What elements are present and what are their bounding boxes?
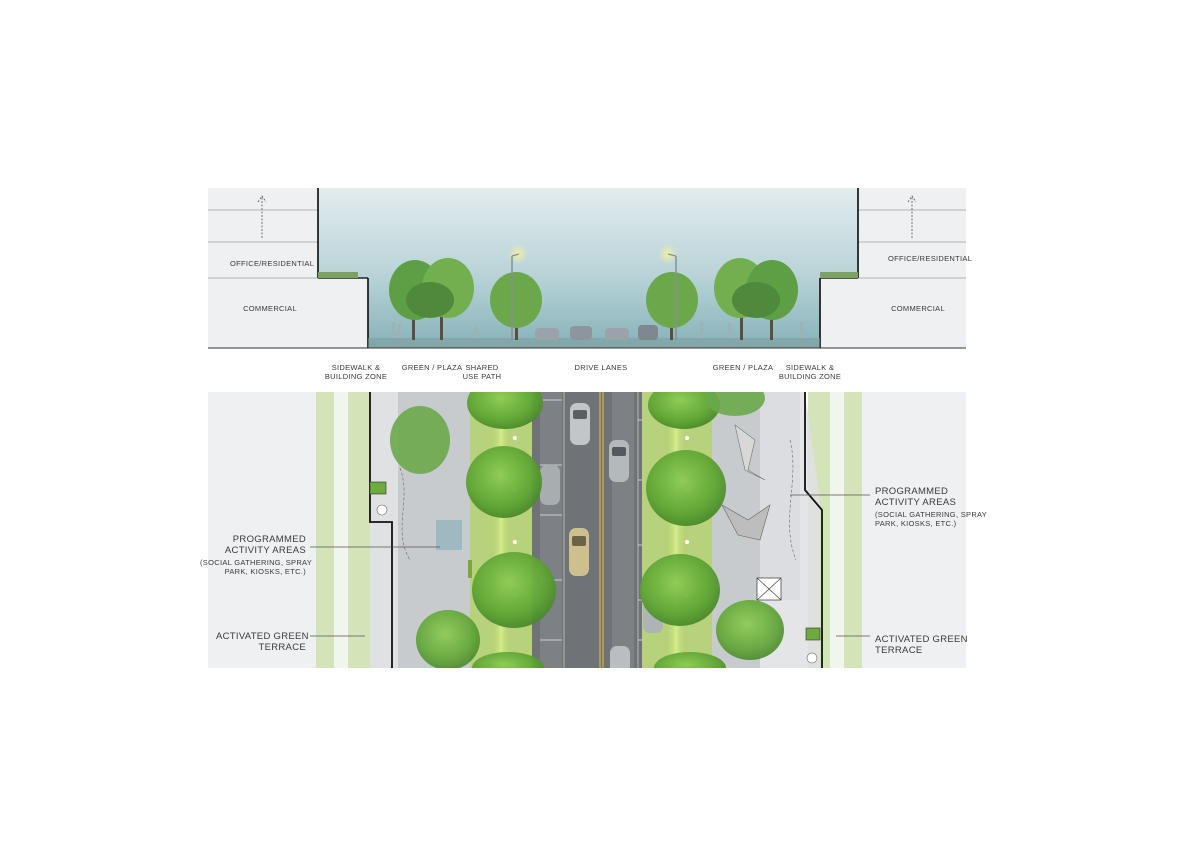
annotation-title: ACTIVITY AREAS xyxy=(224,545,306,556)
street-plan-view xyxy=(208,392,966,668)
right-play-structure xyxy=(734,424,766,481)
zone-label-line: BUILDING ZONE xyxy=(324,372,388,381)
section-trees-right xyxy=(646,258,798,340)
zone-label-line: USE PATH xyxy=(462,372,502,381)
car xyxy=(570,403,590,445)
car xyxy=(540,465,560,505)
annotation-detail: PARK, KIOSKS, ETC.) xyxy=(224,567,306,576)
right-activity-annotation: PROGRAMMED ACTIVITY AREAS (SOCIAL GATHER… xyxy=(875,486,988,528)
zone-label-green-plaza-left: GREEN / PLAZA xyxy=(401,363,463,372)
right-terrace-annotation: ACTIVATED GREEN TERRACE xyxy=(875,634,975,656)
right-upper-floor-label: OFFICE/RESIDENTIAL xyxy=(888,254,973,263)
section-people xyxy=(392,322,803,338)
street-section-elevation xyxy=(208,188,966,349)
annotation-title: TERRACE xyxy=(258,642,306,653)
annotation-title: ACTIVATED GREEN xyxy=(216,631,309,642)
zone-label-line: SIDEWALK & xyxy=(331,363,381,372)
zone-label-line: SIDEWALK & xyxy=(785,363,835,372)
car xyxy=(610,646,630,668)
zone-label-shared-use-path: SHARED USE PATH xyxy=(458,363,506,381)
annotation-title: TERRACE xyxy=(875,645,923,656)
left-ground-floor-label: COMMERCIAL xyxy=(243,304,297,313)
spray-pad-left xyxy=(436,520,462,550)
right-building xyxy=(819,188,966,348)
plan-cars xyxy=(540,403,663,668)
car xyxy=(569,528,589,576)
annotation-detail: PARK, KIOSKS, ETC.) xyxy=(875,519,957,528)
zone-label-line: BUILDING ZONE xyxy=(778,372,842,381)
leader-lines xyxy=(310,494,870,637)
left-terrace-annotation: ACTIVATED GREEN TERRACE xyxy=(216,631,309,653)
plan-trees xyxy=(390,392,784,668)
annotation-title: ACTIVITY AREAS xyxy=(875,497,957,508)
zone-label-sidewalk-left: SIDEWALK & BUILDING ZONE xyxy=(318,363,394,381)
annotation-title: ACTIVATED GREEN xyxy=(875,634,968,645)
car xyxy=(609,440,629,482)
left-building-footprint xyxy=(208,392,316,668)
zone-label-drive-lanes: DRIVE LANES xyxy=(574,363,628,372)
left-building xyxy=(208,188,369,348)
annotation-detail: (SOCIAL GATHERING, SPRAY xyxy=(875,510,988,519)
left-sidewalk xyxy=(370,392,398,668)
right-ground-floor-label: COMMERCIAL xyxy=(891,304,945,313)
annotation-title: PROGRAMMED xyxy=(232,534,306,545)
zone-label-green-plaza-right: GREEN / PLAZA xyxy=(712,363,774,372)
left-activity-annotation: PROGRAMMED ACTIVITY AREAS (SOCIAL GATHER… xyxy=(200,534,313,576)
annotation-title: PROGRAMMED xyxy=(875,486,949,497)
section-cars xyxy=(535,325,658,340)
zone-label-line: SHARED xyxy=(465,363,499,372)
left-upper-floor-label: OFFICE/RESIDENTIAL xyxy=(230,259,315,268)
section-trees-left xyxy=(389,258,542,340)
street-lamp-right xyxy=(658,244,678,340)
right-building-footprint xyxy=(862,392,966,668)
annotation-detail: (SOCIAL GATHERING, SPRAY xyxy=(200,558,313,567)
street-lamp-left xyxy=(508,244,528,340)
zone-label-sidewalk-right: SIDEWALK & BUILDING ZONE xyxy=(772,363,848,381)
